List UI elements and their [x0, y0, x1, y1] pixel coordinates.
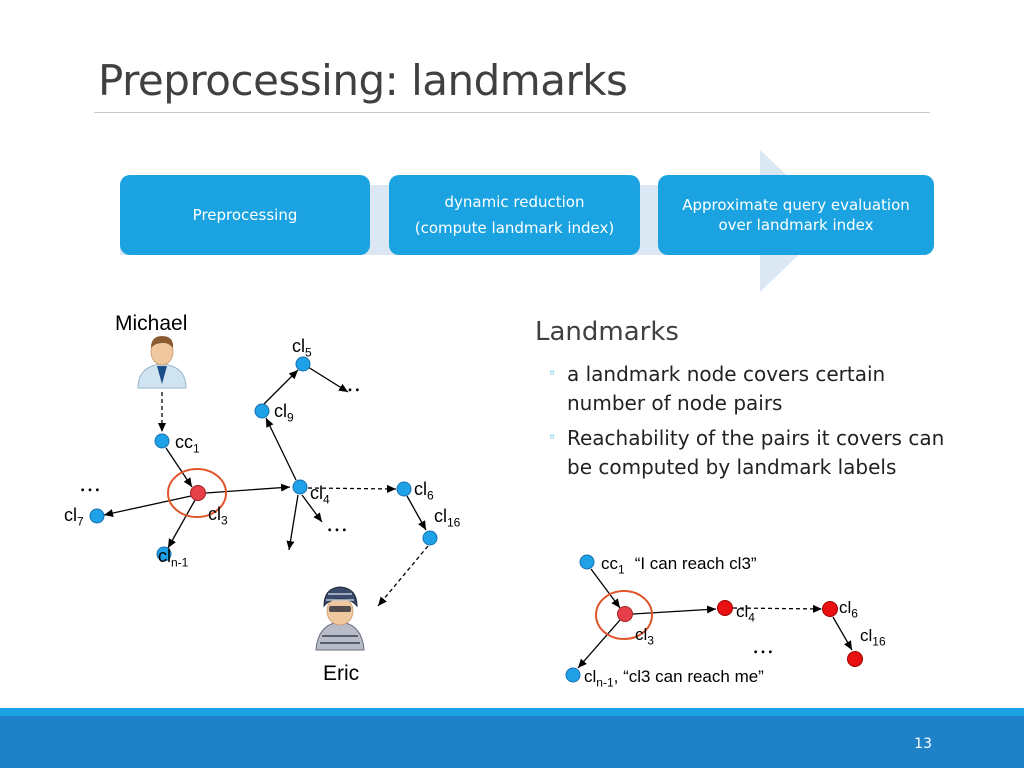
- r-node-cc1: [579, 554, 595, 570]
- edge-cl3-cl7: [103, 495, 192, 517]
- edge-cl4-down2: [301, 494, 323, 523]
- process-step-preprocessing-label: Preprocessing: [192, 206, 298, 224]
- node-cl4: [292, 479, 308, 495]
- footer-bar: [0, 716, 1024, 768]
- bullet-marker-icon: ◦: [548, 430, 557, 446]
- bullet-item: ◦ a landmark node covers certain number …: [548, 360, 968, 420]
- r-node-cl4: [717, 600, 733, 616]
- label-person-top: Michael: [115, 312, 188, 335]
- process-step-dynamic-reduction-line1: dynamic reduction: [444, 193, 585, 211]
- slide-title: Preprocessing: landmarks: [98, 56, 628, 105]
- label-cln1: cln-1: [158, 546, 189, 570]
- edge-cl4-down1: [286, 494, 299, 551]
- node-cl3: [190, 485, 206, 501]
- footer-accent-bar: [0, 708, 1024, 716]
- r-node-cl3: [617, 606, 633, 622]
- r-label-cl6: cl6: [839, 598, 858, 621]
- r-node-cl6: [822, 601, 838, 617]
- bullet-marker-icon: ◦: [548, 366, 557, 382]
- process-step-preprocessing: Preprocessing: [120, 175, 370, 255]
- ellipsis-bottom: …: [326, 512, 348, 537]
- node-cl16: [422, 530, 438, 546]
- ellipsis-left: …: [79, 472, 101, 497]
- businessman-avatar-icon: [137, 336, 187, 389]
- bullet-text: Reachability of the pairs it covers can …: [567, 426, 945, 479]
- r-label-cln1: cln-1, “cl3 can reach me”: [584, 667, 764, 690]
- r-edge-cl6-cl16: [832, 616, 853, 651]
- label-cl5: cl5: [292, 336, 312, 360]
- r-node-cl16: [847, 651, 863, 667]
- r-label-cl16: cl16: [860, 626, 886, 649]
- landmark-highlight-ring: [167, 468, 227, 518]
- node-cl5: [295, 356, 311, 372]
- edge-cl3-cln1: [167, 499, 196, 549]
- edge-cl5-out: [307, 366, 349, 393]
- node-cln1: [156, 546, 172, 562]
- label-cl9: cl9: [274, 401, 294, 425]
- process-step-dynamic-reduction: dynamic reduction (compute landmark inde…: [389, 175, 640, 255]
- edge-cl4-cl9: [265, 417, 297, 481]
- r-node-cln1: [565, 667, 581, 683]
- edge-cc1-cl3: [165, 447, 193, 488]
- label-cl4: cl4: [310, 483, 330, 507]
- title-divider: [94, 112, 930, 113]
- r-edge-cl3-cln1: [577, 619, 621, 669]
- process-step-query-evaluation: Approximate query evaluation over landma…: [658, 175, 934, 255]
- node-cl7: [89, 508, 105, 524]
- r-edge-cl3-cl4: [632, 605, 717, 615]
- label-cl6: cl6: [414, 479, 434, 503]
- edge-cl3-cl4: [205, 483, 291, 494]
- label-cl16: cl16: [434, 506, 461, 530]
- process-step-query-evaluation-label: Approximate query evaluation over landma…: [682, 196, 910, 234]
- label-cl3: cl3: [208, 504, 228, 528]
- node-cl6: [396, 481, 412, 497]
- node-cl9: [254, 403, 270, 419]
- section-heading: Landmarks: [535, 317, 679, 347]
- edge-cl9-cl5: [263, 369, 299, 405]
- r-landmark-highlight-ring: [595, 590, 653, 640]
- node-cc1: [154, 433, 170, 449]
- ellipsis-top: …: [339, 372, 361, 397]
- edge-cl4-cl6: [307, 484, 397, 493]
- bullet-item: ◦ Reachability of the pairs it covers ca…: [548, 424, 968, 484]
- edge-cl6-cl16: [406, 495, 427, 531]
- r-edge-cl4-cl6: [732, 604, 823, 613]
- r-edge-cc1-cl3: [590, 568, 621, 609]
- r-label-cl4: cl4: [736, 602, 755, 625]
- page-number: 13: [914, 736, 932, 752]
- r-label-cc1: cc1“I can reach cl3”: [601, 554, 757, 577]
- bullet-text: a landmark node covers certain number of…: [567, 362, 886, 415]
- edge-cl16-eric: [377, 545, 429, 607]
- label-person-bottom: Eric: [323, 662, 360, 685]
- process-step-dynamic-reduction-line2: (compute landmark index): [414, 219, 615, 237]
- r-label-cl3: cl3: [635, 625, 654, 648]
- label-cl7: cl7: [64, 505, 84, 529]
- r-ellipsis: …: [752, 634, 774, 659]
- cyclist-avatar-icon: [315, 586, 365, 651]
- label-cc1: cc1: [175, 432, 200, 456]
